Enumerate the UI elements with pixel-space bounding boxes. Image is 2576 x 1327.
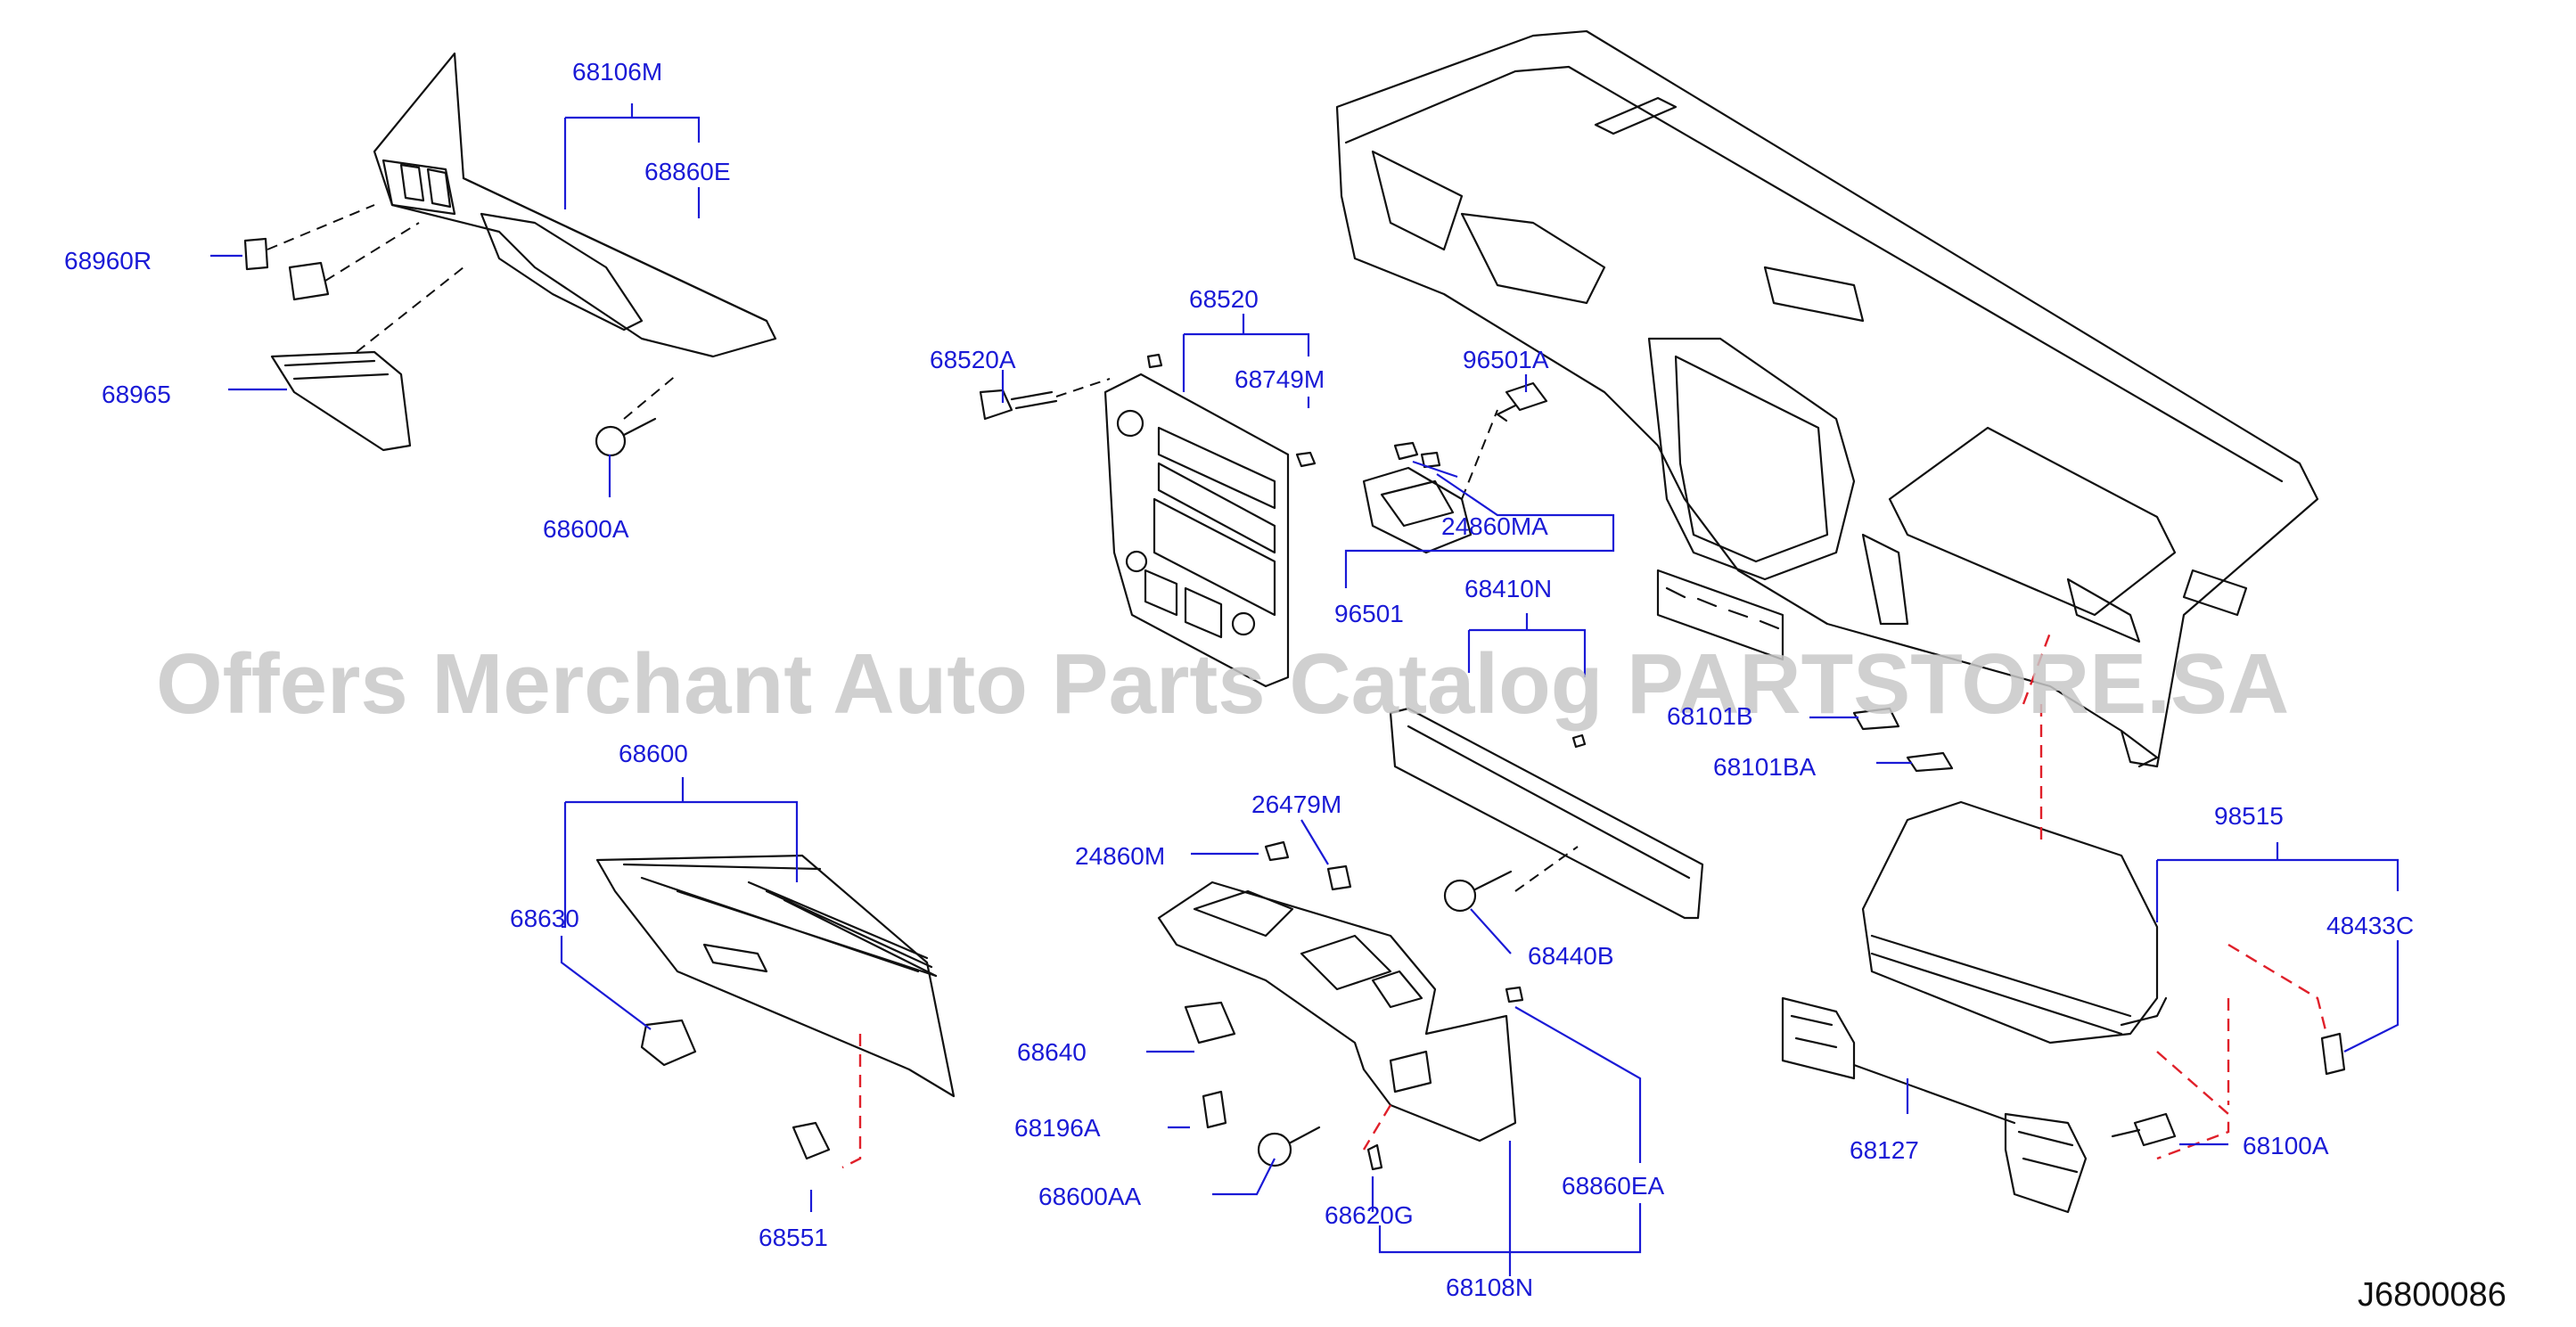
label-96501: 96501: [1334, 600, 1404, 627]
label-68960R: 68960R: [64, 247, 152, 274]
label-68196A: 68196A: [1014, 1114, 1101, 1142]
label-98515: 98515: [2214, 802, 2284, 830]
airbag-module-drawing: [1781, 632, 2346, 1214]
part-labels: 68106M 68860E 68960R 68965 68600A 68520 …: [64, 58, 2414, 1301]
label-68640: 68640: [1017, 1038, 1087, 1066]
label-68520A: 68520A: [930, 346, 1016, 373]
label-68749M: 68749M: [1235, 365, 1325, 393]
label-68108N: 68108N: [1446, 1274, 1533, 1301]
label-68520: 68520: [1189, 285, 1259, 313]
glove-box-drawing: [595, 854, 956, 1169]
label-68600AA: 68600AA: [1038, 1183, 1142, 1210]
label-68620G: 68620G: [1325, 1201, 1414, 1229]
label-68551: 68551: [759, 1224, 828, 1251]
lower-cover-assembly-drawing: [243, 52, 777, 457]
watermark-text: Offers Merchant Auto Parts Catalog PARTS…: [156, 636, 2289, 732]
label-48433C: 48433C: [2326, 912, 2414, 939]
instrument-panel-drawing: [1335, 29, 2319, 768]
label-68630: 68630: [510, 905, 579, 932]
diagram-code: J6800086: [2358, 1276, 2506, 1314]
lower-cover-68108N-drawing: [1157, 840, 1524, 1171]
label-68127: 68127: [1850, 1136, 1919, 1164]
label-68100A: 68100A: [2243, 1132, 2329, 1159]
label-68106M: 68106M: [572, 58, 662, 86]
label-68600A: 68600A: [543, 515, 629, 543]
label-68860E: 68860E: [644, 158, 731, 185]
trim-strip-drawing: [1389, 707, 1954, 920]
label-96501A: 96501A: [1463, 346, 1549, 373]
leader-lines: [210, 103, 2400, 1276]
module-96501-drawing: [1362, 381, 1548, 554]
cluster-lid-drawing: [979, 353, 1317, 688]
label-68410N: 68410N: [1464, 575, 1552, 602]
label-24860MA: 24860MA: [1441, 512, 1548, 540]
label-68965: 68965: [102, 381, 171, 408]
label-68440B: 68440B: [1528, 942, 1614, 970]
label-68101B: 68101B: [1667, 702, 1753, 730]
label-68101BA: 68101BA: [1713, 753, 1817, 781]
label-68860EA: 68860EA: [1562, 1172, 1665, 1200]
label-24860M: 24860M: [1075, 842, 1165, 870]
label-68600: 68600: [619, 740, 688, 767]
label-26479M: 26479M: [1251, 790, 1341, 818]
